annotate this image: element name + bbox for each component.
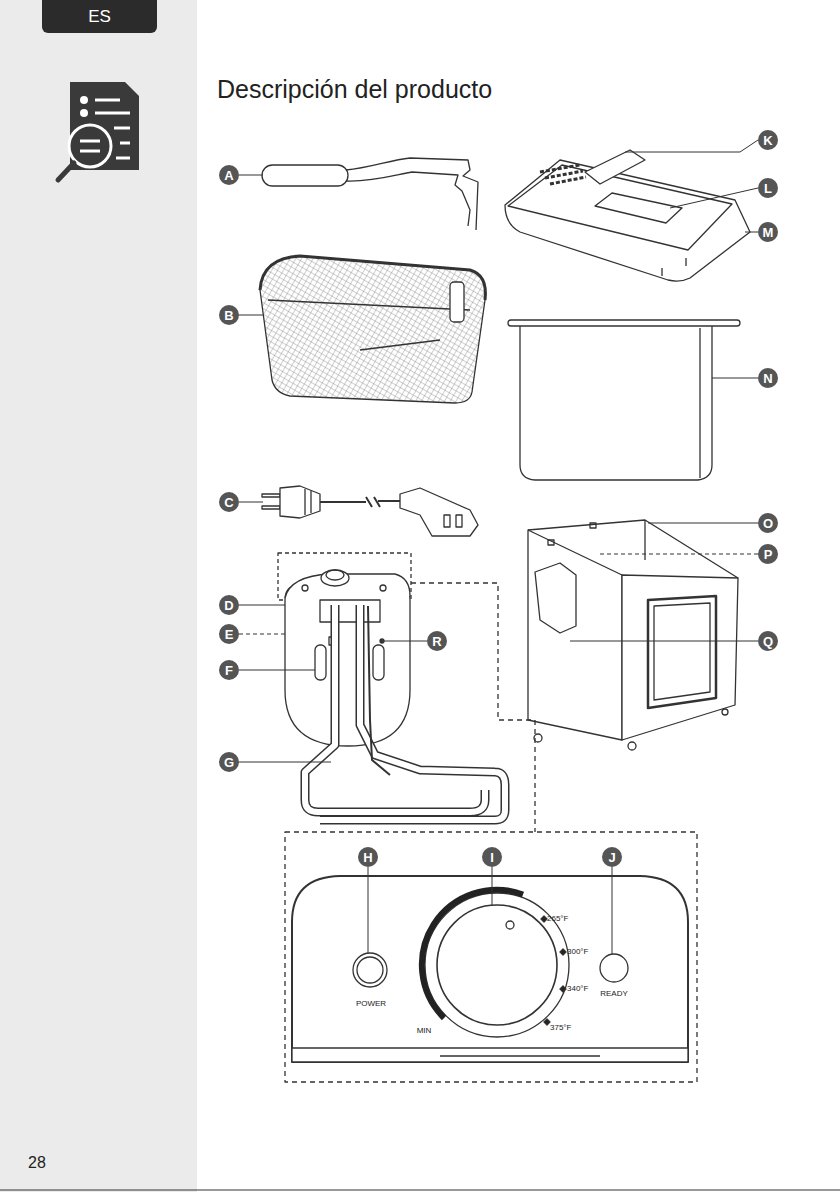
callout-letter: C (219, 492, 239, 512)
callout-text: C (221, 496, 236, 509)
callout-text: Q (760, 635, 776, 648)
temperature-mark: 340°F (567, 985, 588, 993)
callout-letter: F (219, 660, 239, 680)
callout-circle (219, 624, 239, 644)
callout-letter: K (758, 130, 778, 150)
callout-text: L (761, 182, 775, 195)
callout-circle (602, 847, 622, 867)
detail-link (411, 583, 535, 832)
callout-text: G (221, 756, 237, 769)
temperature-mark: 265°F (547, 915, 568, 923)
callout-circle (219, 595, 239, 615)
control-panel (292, 876, 688, 1062)
callout-circle (758, 222, 778, 242)
control-unit (278, 553, 411, 746)
callout-circle (219, 660, 239, 680)
callout-letter: Q (758, 631, 778, 651)
callout-text: O (760, 517, 776, 530)
callout-text: K (760, 134, 775, 147)
callout-circle (758, 130, 778, 150)
callout-letter: A (219, 165, 239, 185)
callout-circle (482, 847, 502, 867)
detail-frame (285, 832, 697, 1082)
callout-circle (219, 752, 239, 772)
callout-text: J (605, 851, 618, 864)
callout-circle (219, 165, 239, 185)
callout-letter: E (219, 624, 239, 644)
frying-basket (260, 256, 485, 403)
callout-circle (758, 368, 778, 388)
callout-text: N (760, 372, 775, 385)
leader-lines (239, 140, 758, 954)
callout-letter: N (758, 368, 778, 388)
power-cord (262, 486, 478, 536)
callout-letter: P (758, 544, 778, 564)
callout-text: D (221, 599, 236, 612)
callout-letter: H (358, 847, 378, 867)
callout-circle (358, 847, 378, 867)
callout-circle (758, 544, 778, 564)
callout-letter: R (427, 631, 447, 651)
callout-circle (219, 492, 239, 512)
oil-container (508, 320, 740, 480)
callout-letter: I (482, 847, 502, 867)
language-tab: ES (42, 0, 157, 33)
power-label: POWER (356, 1000, 386, 1008)
callout-text: I (487, 851, 497, 864)
tab-text: ES (82, 8, 117, 25)
callout-text: F (222, 664, 236, 677)
callout-text: E (222, 628, 237, 641)
callout-letter: J (602, 847, 622, 867)
basket-handle (262, 158, 478, 230)
lid (505, 150, 750, 281)
callout-text: R (429, 635, 444, 648)
callout-letter: D (219, 595, 239, 615)
callout-text: M (760, 226, 777, 239)
callout-letter: M (758, 222, 778, 242)
callout-letter: B (219, 305, 239, 325)
page-title: Descripción del producto (217, 77, 492, 102)
callout-circle (758, 178, 778, 198)
temperature-mark: 300°F (567, 948, 588, 956)
ready-label: READY (600, 990, 628, 998)
sidebar (0, 0, 197, 1192)
callout-text: P (761, 548, 776, 561)
temperature-mark: 375°F (550, 1024, 571, 1032)
callout-letter: G (219, 752, 239, 772)
callout-letter: O (758, 513, 778, 533)
page-number: 28 (28, 1155, 46, 1171)
callout-text: B (221, 309, 236, 322)
heating-element (305, 605, 505, 820)
callout-text: H (360, 851, 375, 864)
callout-letter: L (758, 178, 778, 198)
bottom-rule (0, 1190, 840, 1191)
callout-circle (219, 305, 239, 325)
callout-circle (427, 631, 447, 651)
min-label: MIN (417, 1027, 432, 1035)
callout-circle (758, 631, 778, 651)
callout-text: A (221, 169, 236, 182)
document-search-icon (58, 82, 139, 180)
callout-circle (758, 513, 778, 533)
